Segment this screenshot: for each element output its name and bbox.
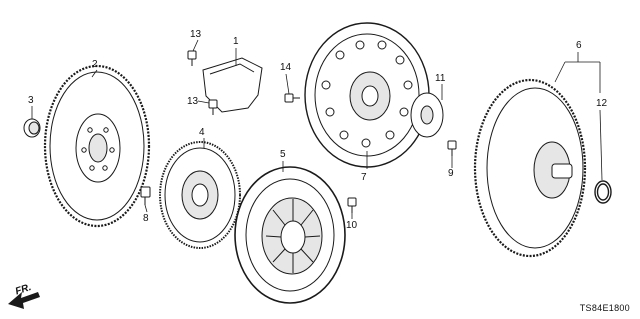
flywheel-part bbox=[43, 64, 151, 228]
callout-11: 11 bbox=[435, 73, 446, 84]
backing-plate-part bbox=[410, 92, 444, 138]
callout-9: 9 bbox=[448, 168, 454, 179]
callout-3: 3 bbox=[28, 95, 34, 106]
callout-14: 14 bbox=[280, 62, 292, 73]
callout-13-lower: 13 bbox=[187, 96, 199, 107]
clutch-disc-part bbox=[159, 141, 241, 249]
front-direction-arrow-icon bbox=[8, 292, 40, 309]
callout-2: 2 bbox=[92, 59, 98, 70]
drive-plate-bolt-small-part bbox=[447, 140, 457, 156]
drive-plate-bolt-part bbox=[284, 93, 300, 103]
callout-13-upper: 13 bbox=[190, 29, 202, 40]
callout-4: 4 bbox=[199, 127, 205, 138]
pilot-bushing-part bbox=[23, 118, 41, 138]
cover-plate-part bbox=[202, 57, 263, 113]
cover-bolt-lower-part bbox=[208, 99, 218, 115]
o-ring-part bbox=[594, 180, 612, 204]
torque-converter-bolt-part bbox=[347, 197, 357, 213]
cover-bolt-upper-part bbox=[187, 50, 197, 66]
callout-7: 7 bbox=[361, 172, 367, 183]
leader-lines bbox=[31, 39, 603, 219]
callout-1: 1 bbox=[233, 36, 239, 47]
callout-8: 8 bbox=[143, 213, 149, 224]
drive-plate-part bbox=[304, 22, 430, 168]
callout-6: 6 bbox=[576, 40, 582, 51]
callout-10: 10 bbox=[346, 220, 358, 231]
torque-converter-part bbox=[473, 78, 587, 258]
pressure-plate-part bbox=[234, 166, 346, 304]
drawing-code: TS84E1800 bbox=[579, 303, 630, 313]
callout-12: 12 bbox=[596, 98, 608, 109]
flywheel-bolt-part bbox=[140, 186, 151, 205]
callout-5: 5 bbox=[280, 149, 286, 160]
